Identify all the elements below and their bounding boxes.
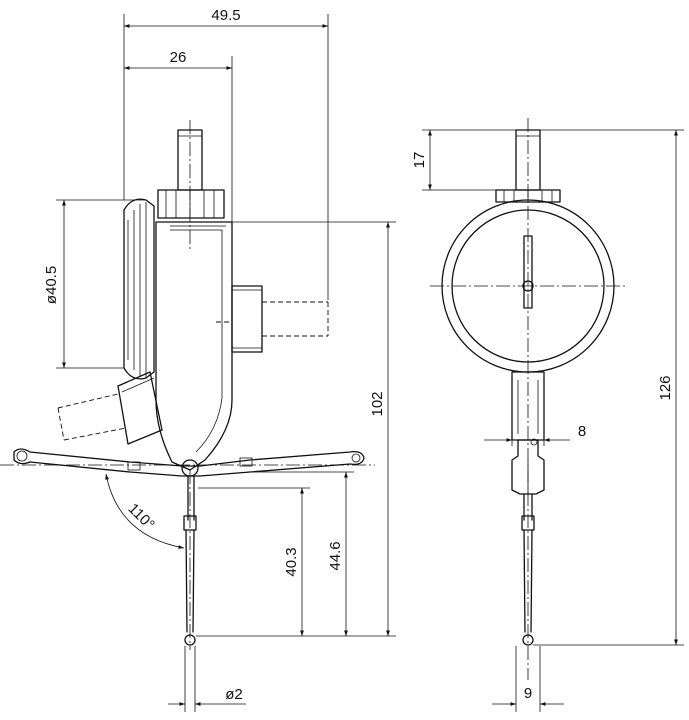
body-side bbox=[155, 221, 233, 471]
dimension-label-stylus-to-pivot: 40.3 bbox=[283, 547, 300, 576]
dimension-label-stylus-length: 44.6 bbox=[327, 541, 344, 570]
stylus-side bbox=[183, 470, 197, 650]
side-view: 49.5 26 ø40.5 102 40.3 bbox=[0, 7, 396, 712]
dimension-height-to-top: 102 bbox=[196, 221, 396, 637]
dimension-label-ball-diameter: ø2 bbox=[225, 686, 243, 703]
fork-front bbox=[511, 438, 545, 495]
dimension-overall-width: 49.5 bbox=[123, 7, 329, 300]
dimension-dial-diameter: ø40.5 bbox=[43, 199, 146, 369]
dimension-label-swivel-angle: 110° bbox=[125, 500, 158, 533]
front-view: 17 8 126 9 bbox=[411, 118, 684, 712]
lever-side bbox=[0, 448, 375, 477]
dimension-ball-diameter: ø2 bbox=[168, 646, 246, 712]
dimension-label-stem-height: 17 bbox=[411, 152, 428, 169]
dimension-stem-height: 17 bbox=[411, 129, 540, 191]
dimension-clamp-width: 8 bbox=[484, 423, 586, 446]
dimension-total-height: 126 bbox=[533, 129, 684, 646]
dimension-label-total-height: 126 bbox=[657, 375, 674, 400]
dimension-label-body-width: 26 bbox=[170, 49, 187, 66]
dial-bezel-side bbox=[123, 198, 155, 380]
dimension-label-clamp-width: 8 bbox=[578, 423, 586, 440]
dimension-label-overall-width: 49.5 bbox=[211, 7, 240, 24]
angled-shank-side bbox=[57, 371, 163, 445]
dimension-body-width: 26 bbox=[124, 49, 233, 222]
dimension-stylus-length: 44.6 bbox=[250, 471, 354, 636]
stylus-front bbox=[521, 493, 535, 646]
dimension-swivel-angle: 110° bbox=[105, 473, 185, 549]
clamp-shank-side bbox=[216, 285, 329, 353]
dimension-label-dial-diameter: ø40.5 bbox=[43, 266, 60, 304]
dial-front bbox=[430, 118, 626, 680]
dimension-stylus-to-pivot: 40.3 bbox=[198, 487, 310, 636]
knurled-collar-side bbox=[157, 189, 225, 219]
dimension-label-height-to-top: 102 bbox=[369, 391, 386, 416]
top-stem-side bbox=[177, 120, 203, 250]
dimension-label-stylus-width: 9 bbox=[524, 685, 532, 702]
dimension-stylus-width: 9 bbox=[492, 646, 564, 712]
